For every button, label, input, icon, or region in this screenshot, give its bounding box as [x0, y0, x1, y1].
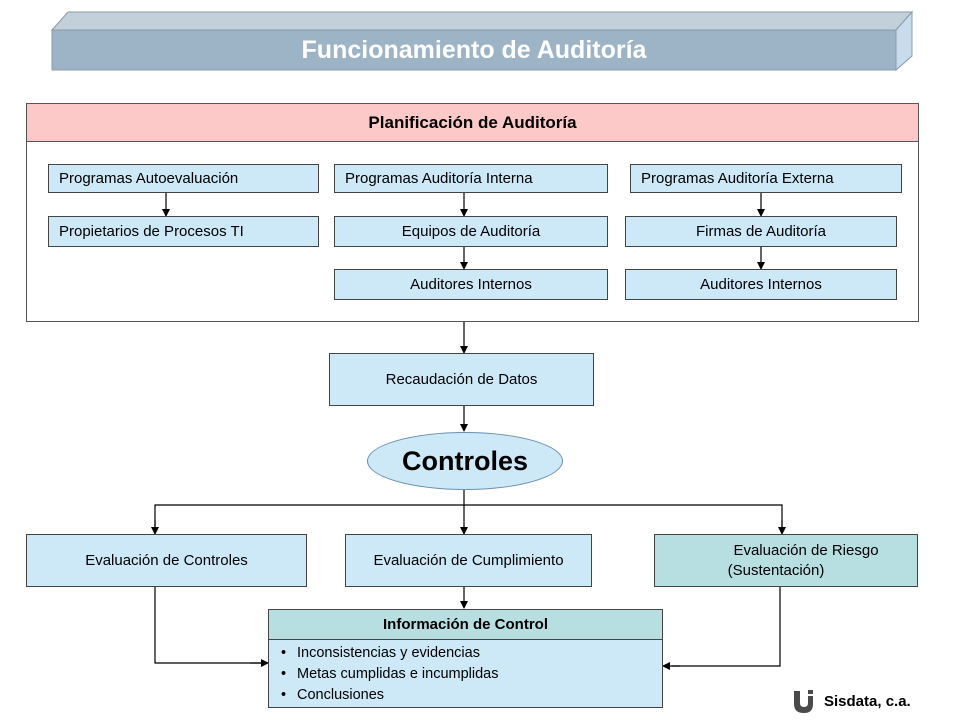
company-name: Sisdata, c.a.: [824, 692, 911, 710]
internal-auditors-box: Auditores Internos: [334, 269, 608, 300]
control-info-item: Conclusiones: [281, 685, 662, 706]
external-audit-programs-box: Programas Auditoría Externa: [630, 164, 902, 193]
control-info-body: Inconsistencias y evidencias Metas cumpl…: [268, 640, 663, 708]
audit-teams-box: Equipos de Auditoría: [334, 216, 608, 247]
control-info-header: Información de Control: [268, 609, 663, 640]
compliance-evaluation-box: Evaluación de Cumplimiento: [345, 534, 592, 587]
risk-evaluation-line2: (Sustentación): [727, 562, 825, 579]
self-assessment-programs-box: Programas Autoevaluación: [48, 164, 319, 193]
internal-audit-programs-box: Programas Auditoría Interna: [334, 164, 608, 193]
page-title: Funcionamiento de Auditoría: [301, 35, 647, 64]
data-collection-box: Recaudación de Datos: [329, 353, 594, 406]
control-info-item: Inconsistencias y evidencias: [281, 643, 662, 664]
risk-evaluation-box: Evaluación de Riesgo (Sustentación): [654, 534, 918, 587]
control-info-item: Metas cumplidas e incumplidas: [281, 664, 662, 685]
external-auditors-box: Auditores Internos: [625, 269, 897, 300]
it-process-owners-box: Propietarios de Procesos TI: [48, 216, 319, 247]
risk-evaluation-line1: Evaluación de Riesgo: [733, 542, 879, 559]
sisdata-logo-icon: [794, 690, 813, 713]
controls-oval: Controles: [367, 432, 563, 490]
controls-evaluation-box: Evaluación de Controles: [26, 534, 307, 587]
title-banner: [50, 10, 914, 72]
planning-header: Planificación de Auditoría: [26, 103, 919, 142]
footer: Sisdata, c.a.: [790, 688, 950, 714]
audit-firms-box: Firmas de Auditoría: [625, 216, 897, 247]
